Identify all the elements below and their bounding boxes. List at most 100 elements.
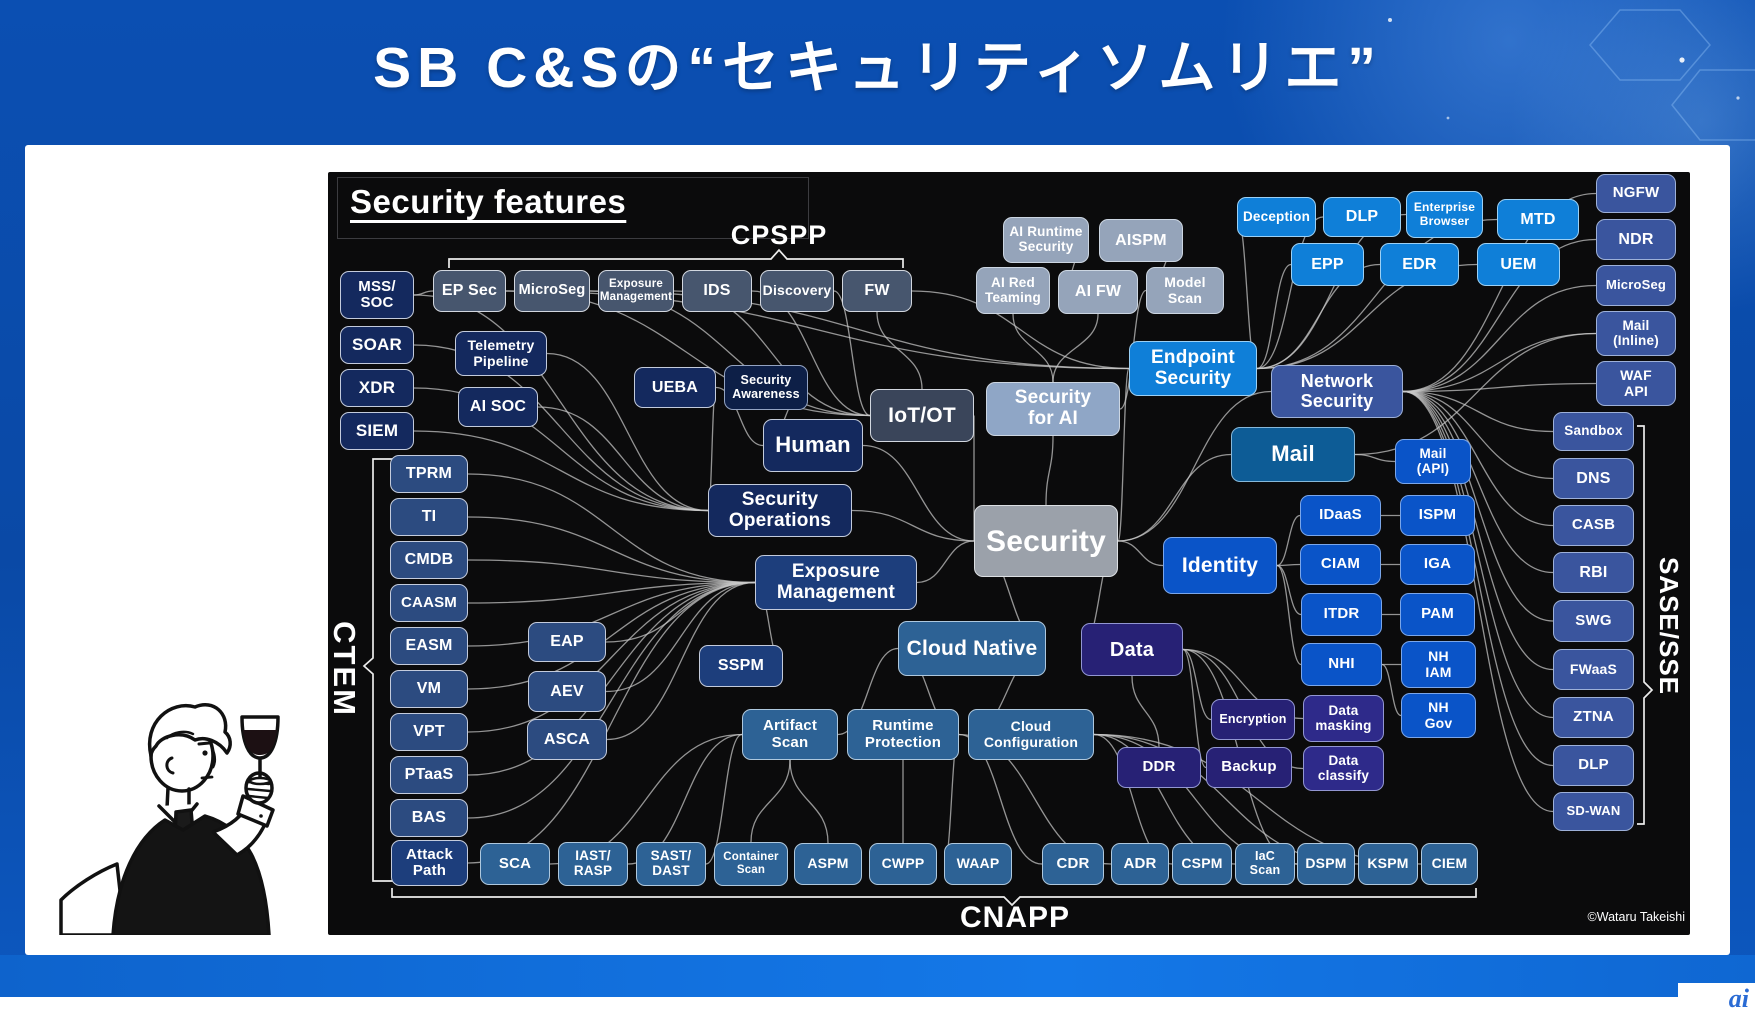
node-ciem: CIEM <box>1421 843 1478 885</box>
node-telemetry: Telemetry Pipeline <box>455 331 547 376</box>
node-data_class: Data classify <box>1303 746 1384 791</box>
node-sandbox: Sandbox <box>1553 412 1634 451</box>
node-ztna: ZTNA <box>1553 697 1634 738</box>
copyright-credit: ©Wataru Takeishi <box>1587 910 1685 924</box>
node-mail_api: Mail (API) <box>1395 439 1471 484</box>
node-cloud_conf: Cloud Configuration <box>968 709 1094 760</box>
node-soar: SOAR <box>340 326 414 364</box>
node-asca: ASCA <box>527 719 607 760</box>
node-iga: IGA <box>1400 544 1475 585</box>
security-features-frame <box>337 177 809 239</box>
node-tprm: TPRM <box>390 455 468 493</box>
node-siem: SIEM <box>340 412 414 450</box>
node-kspm: KSPM <box>1358 843 1418 885</box>
node-sca: SCA <box>480 843 550 885</box>
node-model_scan: Model Scan <box>1146 267 1224 314</box>
node-itdr: ITDR <box>1301 593 1382 636</box>
node-edr: EDR <box>1380 243 1459 286</box>
ai-logo-corner: ai <box>1678 983 1755 1014</box>
node-ent_browser: Enterprise Browser <box>1406 191 1483 238</box>
node-vm: VM <box>390 670 468 708</box>
node-netsec: Network Security <box>1271 365 1403 418</box>
node-aisoc: AI SOC <box>458 387 538 427</box>
node-aispm: AISPM <box>1099 219 1183 262</box>
group-label-ctem: CTEM <box>327 621 362 717</box>
node-bas: BAS <box>390 799 468 837</box>
node-attack_path: Attack Path <box>391 840 468 886</box>
node-ueba: UEBA <box>634 367 716 408</box>
node-exposure_c: Exposure Management <box>755 555 917 610</box>
node-secops: Security Operations <box>708 484 852 537</box>
node-identity: Identity <box>1163 537 1277 594</box>
node-swg: SWG <box>1553 600 1634 642</box>
node-ddr: DDR <box>1117 747 1201 788</box>
node-sec_aware: Security Awareness <box>724 365 808 410</box>
node-sast: SAST/ DAST <box>636 842 706 886</box>
node-cwpp: CWPP <box>869 843 937 885</box>
node-data: Data <box>1081 623 1183 676</box>
page-title: SB C&Sの“セキュリティソムリエ” <box>373 36 1382 100</box>
node-ti: TI <box>390 498 468 536</box>
node-caasm: CAASM <box>390 584 468 622</box>
node-ndr: NDR <box>1596 219 1676 260</box>
node-epsec: EP Sec <box>433 270 506 312</box>
node-dspm: DSPM <box>1297 843 1355 885</box>
node-microseg_r: MicroSeg <box>1596 265 1676 306</box>
node-nhi: NHI <box>1301 643 1382 686</box>
node-ids: IDS <box>682 270 752 312</box>
node-dlp_r: DLP <box>1553 745 1634 786</box>
node-casb: CASB <box>1553 505 1634 546</box>
group-label-cpspp: CPSPP <box>730 220 828 250</box>
node-exposure_top: Exposure Management <box>598 270 674 312</box>
node-sspm: SSPM <box>699 645 783 687</box>
node-dns: DNS <box>1553 458 1634 499</box>
node-ai_red: AI Red Teaming <box>976 267 1050 314</box>
node-waap: WAAP <box>944 843 1012 885</box>
node-dlp_top: DLP <box>1323 197 1401 237</box>
node-fwaas: FWaaS <box>1553 649 1634 690</box>
node-security: Security <box>974 505 1118 577</box>
node-rbi: RBI <box>1553 552 1634 593</box>
node-mss_soc: MSS/ SOC <box>340 271 414 319</box>
node-cmdb: CMDB <box>390 541 468 579</box>
node-fw: FW <box>842 270 912 312</box>
node-pam: PAM <box>1400 593 1475 636</box>
node-container: Container Scan <box>714 842 788 886</box>
node-cloud_native: Cloud Native <box>898 621 1046 676</box>
node-cspm: CSPM <box>1172 843 1232 885</box>
node-mail: Mail <box>1231 427 1355 482</box>
node-ai_runtime: AI Runtime Security <box>1003 217 1089 263</box>
node-discovery: Discovery <box>760 270 834 312</box>
node-iast: IAST/ RASP <box>558 842 628 886</box>
node-adr: ADR <box>1111 843 1169 885</box>
node-ngfw: NGFW <box>1596 174 1676 213</box>
node-waf_api: WAF API <box>1596 361 1676 406</box>
node-mtd: MTD <box>1497 199 1579 240</box>
node-nh_gov: NH Gov <box>1401 693 1476 738</box>
group-label-sase-sse: SASE/SSE <box>1654 556 1684 696</box>
node-artifact: Artifact Scan <box>742 709 838 760</box>
node-idaas: IDaaS <box>1300 495 1381 536</box>
group-label-cnapp: CNAPP <box>959 901 1070 934</box>
node-microseg_top: MicroSeg <box>514 270 590 312</box>
security-features-heading: Security features <box>350 183 627 220</box>
node-sec4ai: Security for AI <box>986 382 1120 436</box>
node-cdr: CDR <box>1042 843 1104 885</box>
node-easm: EASM <box>390 627 468 665</box>
node-ispm: ISPM <box>1400 495 1475 536</box>
node-xdr: XDR <box>340 369 414 407</box>
node-encryption: Encryption <box>1211 699 1295 740</box>
node-ptaas: PTaaS <box>390 756 468 794</box>
node-ciam: CIAM <box>1300 544 1381 585</box>
node-nh_iam: NH IAM <box>1401 641 1476 688</box>
node-sdwan: SD-WAN <box>1553 792 1634 831</box>
node-eap: EAP <box>528 622 606 662</box>
node-epp: EPP <box>1291 243 1364 286</box>
node-iot: IoT/OT <box>870 389 974 442</box>
node-mail_inline: Mail (Inline) <box>1596 311 1676 356</box>
node-aev: AEV <box>528 671 606 712</box>
node-deception: Deception <box>1237 197 1316 237</box>
node-aspm: ASPM <box>794 843 862 885</box>
node-backup: Backup <box>1206 747 1292 788</box>
